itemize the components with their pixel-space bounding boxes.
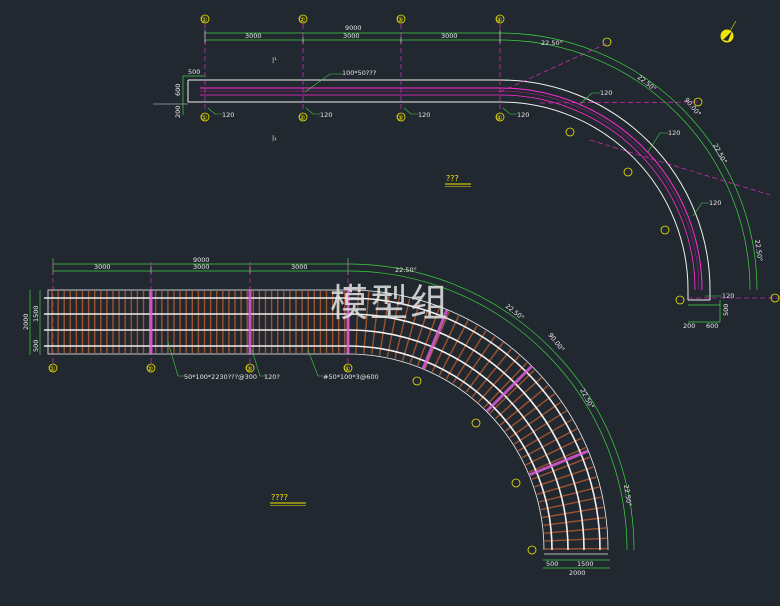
top-plan-tag-7: 120 bbox=[709, 199, 721, 207]
top-plan-tag-5: 120 bbox=[600, 89, 612, 97]
slat bbox=[495, 378, 541, 419]
top-plan-dimensions bbox=[183, 33, 757, 322]
top-plan-bottom-dim-1: 200 bbox=[683, 322, 695, 330]
watermark: 模型组 bbox=[330, 281, 450, 325]
svg-text:③: ③ bbox=[397, 16, 403, 24]
bottom-plan-seg-dim-2: 3000 bbox=[193, 263, 210, 271]
top-plan-axis-bubbles bbox=[201, 15, 779, 304]
top-plan-outline-outer bbox=[188, 80, 710, 300]
bottom-plan-seg-dim-3: 3000 bbox=[291, 263, 308, 271]
bottom-plan-axis-bubbles bbox=[49, 364, 536, 554]
bottom-plan-left-dim-3: 500 bbox=[32, 340, 40, 352]
bottom-plan-arc-angle-5: 22.50° bbox=[622, 484, 633, 507]
bottom-plan-bottom-dim-1: 500 bbox=[546, 560, 558, 568]
svg-text:④: ④ bbox=[496, 114, 502, 122]
svg-text:③: ③ bbox=[246, 365, 252, 373]
slat bbox=[543, 518, 605, 526]
bottom-plan-arc-angle-4: 22.50° bbox=[578, 387, 595, 410]
top-plan-axes bbox=[205, 24, 780, 298]
svg-text:②: ② bbox=[299, 114, 305, 122]
top-plan-arc-angle-3: 90.00° bbox=[682, 96, 702, 118]
top-plan-arc-angle-4: 22.50° bbox=[711, 142, 728, 165]
bottom-plan-bottom-dim-3: 2000 bbox=[569, 569, 586, 577]
svg-text:①: ① bbox=[201, 114, 207, 122]
svg-text:②: ② bbox=[299, 16, 305, 24]
top-plan-tag-3: 120 bbox=[418, 111, 430, 119]
top-plan-left-dim-3: 200 bbox=[174, 106, 182, 118]
bottom-plan-left-dim-2: 1500 bbox=[32, 305, 40, 322]
top-plan: ① ② ③ ④ ① ② ③ ④ 9000 3000 3000 3000 22.5… bbox=[153, 15, 780, 330]
top-plan-left-dim-2: 600 bbox=[174, 84, 182, 96]
slat bbox=[484, 363, 527, 408]
top-plan-seg-dim-1: 3000 bbox=[245, 32, 262, 40]
bottom-plan-note-slats: 50*100*2230???@300 bbox=[184, 373, 257, 381]
bottom-plan-arc-angle-3: 90.00° bbox=[546, 331, 566, 353]
slat bbox=[490, 370, 535, 413]
top-plan-member-note: 100*50??? bbox=[342, 69, 376, 77]
top-plan-outline-inner bbox=[188, 102, 688, 300]
top-plan-section-top: |¹ bbox=[272, 56, 277, 64]
bottom-plan-title: ???? bbox=[271, 493, 288, 502]
top-plan-member-2 bbox=[200, 95, 695, 290]
top-plan-tag-2: 120 bbox=[320, 111, 332, 119]
bottom-plan-arc-angle-1: 22.50° bbox=[395, 266, 417, 274]
top-plan-tag-4: 120 bbox=[517, 111, 529, 119]
top-plan-total-dim: 9000 bbox=[345, 24, 362, 32]
bottom-plan-left-dim-1: 2000 bbox=[22, 313, 30, 330]
north-arrow-icon bbox=[721, 21, 737, 43]
bottom-plan-curve-slats bbox=[348, 291, 607, 549]
top-plan-callouts bbox=[208, 74, 722, 296]
bottom-plan-bottom-dim-2: 1500 bbox=[577, 560, 594, 568]
top-plan-tag-1: 120 bbox=[222, 111, 234, 119]
slat bbox=[542, 507, 603, 517]
bottom-plan-note-tag: 120? bbox=[264, 373, 280, 381]
top-plan-tag-8: 120 bbox=[722, 292, 734, 300]
bottom-plan-straight-slats bbox=[52, 291, 345, 353]
bottom-plan-rails bbox=[44, 298, 600, 550]
bottom-plan-axes bbox=[53, 262, 348, 363]
top-plan-left-dim-1: 500 bbox=[188, 68, 200, 76]
svg-text:①: ① bbox=[49, 365, 55, 373]
bottom-plan-seg-dim-1: 3000 bbox=[94, 263, 111, 271]
slat bbox=[545, 538, 607, 541]
top-plan-tag-6: 120 bbox=[668, 129, 680, 137]
slat bbox=[478, 356, 519, 403]
svg-text:④: ④ bbox=[496, 16, 502, 24]
bottom-plan: ① ② ③ ④ 9000 3000 3000 3000 22.50° 22.50… bbox=[22, 256, 634, 577]
svg-text:④: ④ bbox=[344, 365, 350, 373]
bottom-plan-note-beam: #50*100*3@600 bbox=[323, 373, 379, 381]
top-plan-bottom-dim-2: 600 bbox=[706, 322, 718, 330]
top-plan-title: ??? bbox=[446, 174, 459, 183]
top-plan-member-1 bbox=[200, 88, 702, 290]
top-plan-arc-angle-5: 22.50° bbox=[753, 239, 764, 262]
svg-text:③: ③ bbox=[397, 114, 403, 122]
top-plan-arc-angle-2: 22.50° bbox=[636, 73, 658, 93]
slat bbox=[544, 528, 606, 533]
top-plan-section-bottom: |₁ bbox=[272, 134, 277, 142]
top-plan-bottom-dim-3: 500 bbox=[722, 304, 730, 316]
top-plan-seg-dim-2: 3000 bbox=[343, 32, 360, 40]
top-plan-arc-angle-1: 22.50° bbox=[541, 39, 563, 47]
bottom-plan-axis-text: ① ② ③ ④ bbox=[49, 365, 350, 373]
top-plan-seg-dim-3: 3000 bbox=[441, 32, 458, 40]
svg-text:①: ① bbox=[201, 16, 207, 24]
svg-text:②: ② bbox=[147, 365, 153, 373]
slat bbox=[537, 477, 597, 495]
